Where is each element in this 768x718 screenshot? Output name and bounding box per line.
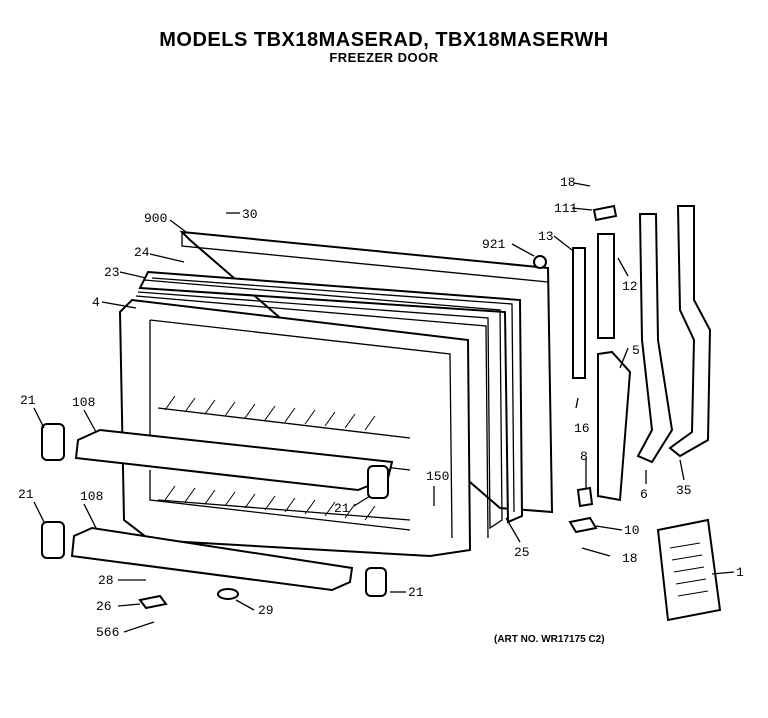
part-21-cap-upper-right: [367, 465, 389, 499]
callout-150: 150: [426, 469, 449, 484]
callout-28: 28: [98, 573, 114, 588]
callout-566: 566: [96, 625, 119, 640]
callout-23: 23: [104, 265, 120, 280]
callout-921: 921: [482, 237, 506, 252]
part-35-handle: [668, 205, 712, 458]
callout-21-upper-left: 21: [20, 393, 36, 408]
callout-10: 10: [624, 523, 640, 538]
leader-lines: [33, 182, 735, 633]
callout-13: 13: [538, 229, 554, 244]
door-liner: [118, 298, 472, 558]
callout-18-top: 18: [560, 175, 576, 190]
callout-29: 29: [258, 603, 274, 618]
page-subtitle: FREEZER DOOR: [329, 50, 439, 65]
part-5-hinge: [597, 350, 632, 502]
callout-108-lower: 108: [80, 489, 103, 504]
callout-111: 111: [554, 201, 578, 216]
callout-1: 1: [736, 565, 744, 580]
callout-18-bottom: 18: [622, 551, 638, 566]
art-number: (ART NO. WR17175 C2): [494, 634, 605, 645]
part-8-block: [576, 486, 594, 508]
part-108-lower-bar: [70, 526, 354, 592]
callout-5: 5: [632, 343, 640, 358]
part-21-cap-upper-left: [41, 423, 65, 461]
callout-108-upper: 108: [72, 395, 95, 410]
callout-12: 12: [622, 279, 638, 294]
callout-26: 26: [96, 599, 112, 614]
part-12-plate: [597, 233, 615, 339]
callout-6: 6: [640, 487, 648, 502]
callout-21-lower-left: 21: [18, 487, 34, 502]
callout-8: 8: [580, 449, 588, 464]
callout-900: 900: [144, 211, 167, 226]
part-10-bracket: [568, 516, 598, 534]
callout-24: 24: [134, 245, 150, 260]
callout-4: 4: [92, 295, 100, 310]
callout-21-center: 21: [334, 501, 350, 516]
callout-16: 16: [574, 421, 590, 436]
callout-25: 25: [514, 545, 530, 560]
callout-30: 30: [242, 207, 258, 222]
part-21-cap-lower-left: [41, 521, 65, 559]
callout-21-lower-right: 21: [408, 585, 424, 600]
page-title: MODELS TBX18MASERAD, TBX18MASERWH: [159, 29, 609, 51]
part-29-plug: [217, 588, 239, 600]
part-21-cap-lower-right: [365, 567, 387, 597]
part-111-bracket: [592, 204, 618, 222]
part-26-bracket: [138, 594, 168, 610]
part-921-plug: [533, 255, 547, 269]
part-6-handle: [636, 213, 674, 464]
callout-35: 35: [676, 483, 692, 498]
part-13-strip: [572, 247, 586, 379]
